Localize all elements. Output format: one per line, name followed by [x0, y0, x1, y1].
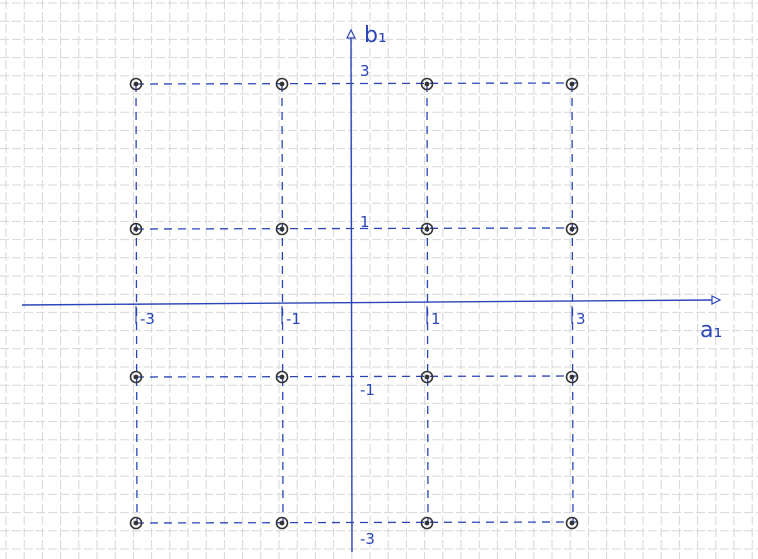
y-tick-label: -3	[360, 530, 375, 548]
dashed-line-horizontal	[135, 227, 579, 230]
point-dot	[424, 374, 430, 380]
constellation-point	[565, 370, 579, 384]
x-axis-label: a₁	[700, 318, 722, 343]
point-ring	[565, 370, 579, 384]
point-ring	[275, 516, 289, 530]
point-dot	[133, 81, 139, 87]
constellation-point	[275, 516, 289, 530]
dashed-line-vertical	[571, 83, 574, 524]
constellation-point	[420, 370, 434, 384]
x-tick-label: 1	[431, 310, 441, 328]
y-axis	[350, 37, 353, 553]
constellation-point	[565, 222, 579, 236]
point-dot	[569, 81, 575, 87]
point-dot	[569, 520, 575, 526]
constellation-point	[275, 77, 289, 91]
point-dot	[424, 520, 430, 526]
point-dot	[569, 374, 575, 380]
point-ring	[420, 222, 434, 236]
point-ring	[275, 222, 289, 236]
dashed-line-horizontal	[135, 82, 579, 85]
dashed-line-horizontal	[135, 521, 579, 524]
constellation-point	[275, 370, 289, 384]
point-dot	[133, 374, 139, 380]
y-axis-arrowhead	[346, 28, 356, 39]
point-dot	[569, 226, 575, 232]
constellation-point	[129, 222, 143, 236]
point-dot	[279, 520, 285, 526]
tick-labels: -3 -1 1 3 3 1 -1 -3	[135, 62, 586, 548]
x-tick-label: 3	[576, 310, 586, 328]
point-ring	[129, 222, 143, 236]
point-ring	[565, 222, 579, 236]
dashed-line-horizontal	[135, 375, 579, 378]
dashed-line-vertical	[426, 83, 429, 524]
constellation-point	[129, 370, 143, 384]
y-tick-label: 3	[360, 62, 370, 80]
constellation-point	[420, 77, 434, 91]
point-ring	[420, 516, 434, 530]
point-dot	[133, 520, 139, 526]
x-tick-label: -3	[140, 310, 155, 328]
point-dot	[279, 226, 285, 232]
constellation-point	[275, 222, 289, 236]
point-ring	[129, 77, 143, 91]
constellation-point	[129, 77, 143, 91]
constellation-point	[129, 516, 143, 530]
y-axis-label: b₁	[364, 23, 387, 48]
constellation-points	[129, 77, 579, 530]
point-ring	[275, 370, 289, 384]
dashed-line-vertical	[281, 83, 284, 524]
constellation-point	[565, 77, 579, 91]
point-dot	[279, 374, 285, 380]
y-tick-label: -1	[360, 381, 375, 399]
constellation-point	[565, 516, 579, 530]
x-axis	[21, 299, 713, 306]
point-ring	[275, 77, 289, 91]
dashed-line-vertical	[135, 83, 138, 524]
axes: b₁ a₁	[21, 23, 722, 553]
constellation-point	[420, 222, 434, 236]
x-axis-arrowhead	[711, 295, 722, 305]
point-ring	[420, 77, 434, 91]
point-dot	[424, 226, 430, 232]
y-tick-label: 1	[360, 213, 370, 231]
point-ring	[129, 516, 143, 530]
point-ring	[420, 370, 434, 384]
x-tick-label: -1	[286, 310, 301, 328]
point-dot	[133, 226, 139, 232]
dashed-guide-lines	[135, 82, 579, 524]
constellation-point	[420, 516, 434, 530]
point-dot	[279, 81, 285, 87]
point-ring	[565, 77, 579, 91]
point-ring	[129, 370, 143, 384]
point-ring	[565, 516, 579, 530]
point-dot	[424, 81, 430, 87]
